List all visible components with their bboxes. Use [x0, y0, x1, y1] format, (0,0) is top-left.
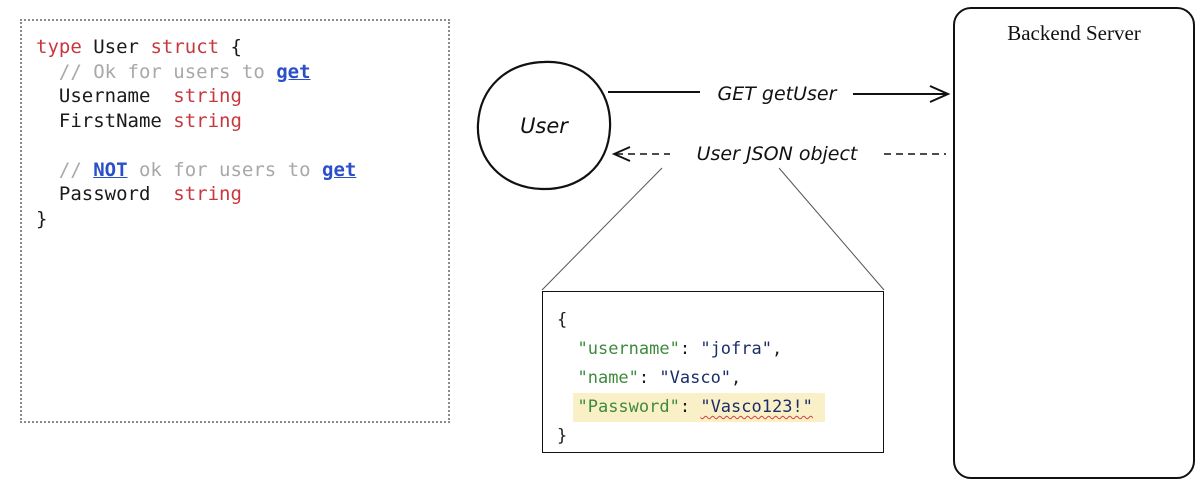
callout-line-right — [778, 167, 885, 291]
code-token: string — [173, 109, 242, 132]
request-arrowhead — [929, 85, 951, 103]
code-line: type User struct { — [36, 35, 356, 60]
json-key: "name" — [577, 368, 639, 388]
json-field: "name": "Vasco", — [577, 368, 742, 388]
json-open-brace: { — [557, 310, 568, 330]
json-value: "Vasco" — [659, 368, 732, 388]
code-token: FirstName — [36, 109, 174, 132]
code-link[interactable]: get — [322, 158, 357, 181]
code-token: Password — [36, 183, 174, 205]
code-line: // Ok for users to get — [36, 60, 356, 85]
code-token: string — [173, 85, 242, 107]
code-token: Username — [36, 85, 174, 107]
code-token: } — [36, 207, 48, 230]
code-line: Username string — [36, 84, 356, 109]
json-comma: , — [731, 368, 742, 388]
response-label: User JSON object — [697, 143, 859, 165]
json-value: "Vasco123!" — [700, 397, 813, 417]
json-key: "username" — [577, 339, 680, 359]
json-object-code: { "username": "jofra", "name": "Vasco", … — [557, 306, 825, 451]
code-link[interactable]: NOT — [93, 158, 128, 181]
code-token: // Ok for users to — [36, 60, 277, 83]
server-label: Backend Server — [1007, 21, 1141, 45]
json-key: "Password" — [577, 397, 680, 417]
json-comma: , — [771, 339, 783, 359]
code-line: } — [36, 207, 356, 232]
backend-server-box: Backend Server — [953, 7, 1195, 479]
code-line: FirstName string — [36, 109, 356, 134]
code-line: // NOT ok for users to get — [36, 158, 356, 183]
json-value: "jofra" — [700, 339, 772, 359]
response-arrowhead — [611, 146, 631, 162]
user-label: User — [520, 114, 569, 138]
json-object-panel: { "username": "jofra", "name": "Vasco", … — [542, 291, 884, 453]
code-token: ok for users to — [127, 158, 322, 181]
code-link[interactable]: get — [276, 60, 311, 83]
code-token: { — [230, 36, 242, 58]
json-field: "Password": "Vasco123!" — [557, 393, 825, 422]
code-token: // — [36, 158, 94, 181]
go-struct-code: type User struct { // Ok for users to ge… — [36, 35, 356, 231]
code-token: struct — [150, 36, 220, 58]
request-label: GET getUser — [718, 83, 838, 105]
code-token: string — [173, 183, 242, 205]
json-field: "username": "jofra", — [577, 339, 783, 359]
code-token: type — [36, 36, 82, 58]
json-close-brace: } — [557, 426, 568, 446]
code-line: Password string — [36, 182, 356, 207]
code-token: User — [93, 36, 139, 58]
callout-line-left — [541, 167, 663, 291]
go-struct-code-panel: type User struct { // Ok for users to ge… — [20, 19, 450, 423]
user-circle — [476, 60, 612, 191]
